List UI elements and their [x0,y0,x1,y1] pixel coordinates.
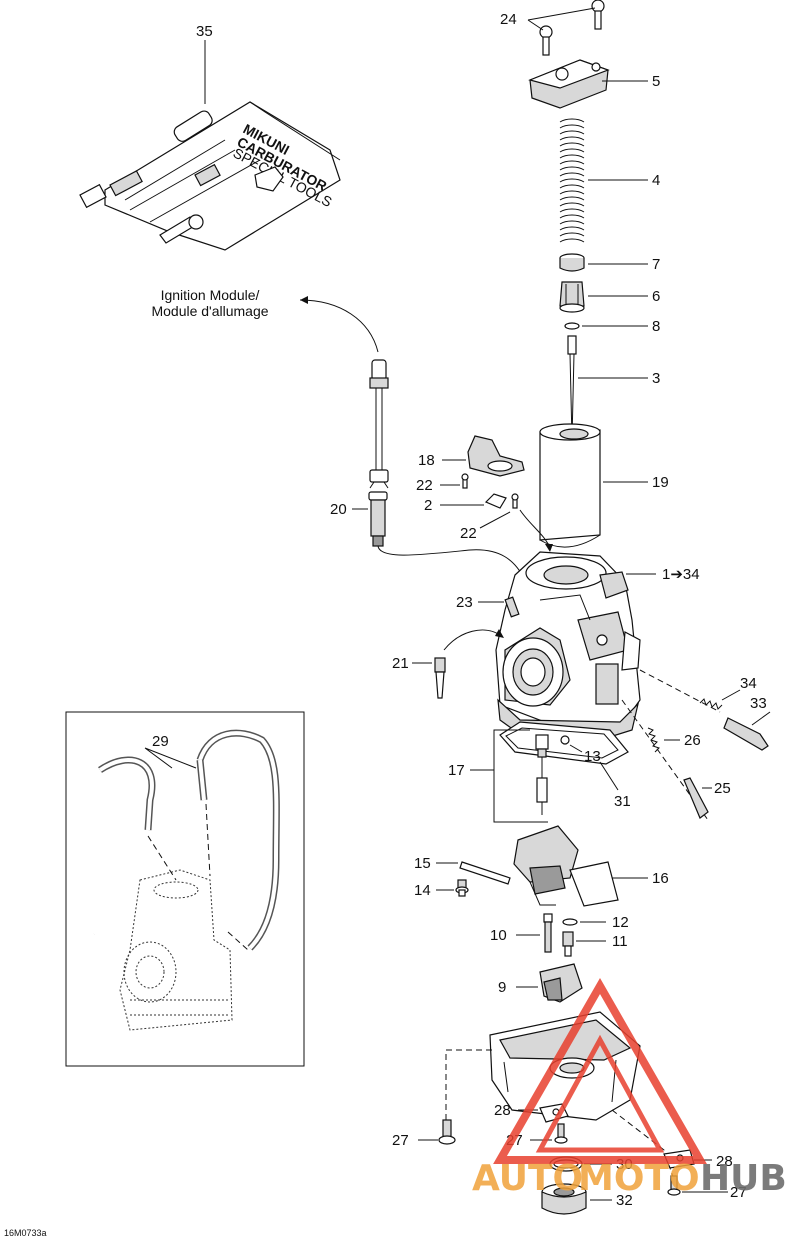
screws-24-drawing [539,0,605,56]
carburetor-body-drawing [495,551,641,741]
callout-1-34: 1➔34 [662,566,700,583]
screw-27-mid-drawing [554,1123,568,1144]
part-20-drawing [368,491,526,581]
spring-26-drawing [647,727,660,753]
callout-28-right: 28 [716,1153,733,1170]
callout-34: 34 [740,675,757,692]
callout-12: 12 [612,914,629,931]
part-13-drawing [560,735,570,745]
spring-4-drawing [559,118,585,243]
watermark-text: AUTO MOTO HUB [472,1158,787,1199]
callout-32: 32 [616,1192,633,1209]
callout-22-top: 22 [416,477,433,494]
callout-4: 4 [652,172,660,189]
callout-17: 17 [448,762,465,779]
callout-9: 9 [498,979,506,996]
screw-14-drawing [455,879,469,897]
screw-33-drawing [723,717,769,751]
spring-34-drawing [699,698,723,710]
callout-20: 20 [330,501,347,518]
callout-10: 10 [490,927,507,944]
callout-5: 5 [652,73,660,90]
slide-19-drawing [539,423,601,548]
diagram-code: 16M0733a [4,1228,47,1238]
watermark-hub: HUB [700,1158,787,1199]
ignition-module-label-fr: Module d'allumage [151,303,268,319]
watermark-auto: AUTO [472,1158,583,1199]
tool-kit-drawing: MIKUNI CARBURATOR SPECIAL TOOLS [79,101,341,251]
screw-27-left-drawing [438,1119,456,1145]
screw-27-right-drawing [667,1175,681,1196]
jet-10-drawing [543,913,553,953]
plug-32-drawing [541,1183,587,1215]
screw-21-drawing [434,657,446,699]
callout-8: 8 [652,318,660,335]
callout-21: 21 [392,655,409,672]
callout-27-right: 27 [730,1184,747,1201]
pin-15-drawing [459,861,511,885]
jet-23-drawing [504,596,520,618]
callout-26: 26 [684,732,701,749]
float-16-drawing [513,825,619,907]
callout-18: 18 [418,452,435,469]
callout-2: 2 [424,497,432,514]
callout-25: 25 [714,780,731,797]
baffle-9-drawing [539,963,583,1003]
washer-12-drawing [562,918,578,926]
callout-29: 29 [152,733,169,750]
callout-23: 23 [456,594,473,611]
callout-7: 7 [652,256,660,273]
clip-8-drawing [564,322,580,330]
callout-16: 16 [652,870,669,887]
callout-28-left: 28 [494,1102,511,1119]
cap-5-drawing [528,59,610,109]
watermark-triangle-icon [493,977,707,1164]
screw-25-drawing [683,777,709,819]
callout-27-left: 27 [392,1132,409,1149]
callout-35: 35 [196,23,213,40]
ignition-wire-arrow [299,299,379,353]
callout-13: 13 [584,748,601,765]
callout-33: 33 [750,695,767,712]
retainer-6-drawing [559,281,585,313]
watermark-logo [493,977,707,1164]
callout-14: 14 [414,882,431,899]
screws-22-drawing [461,473,519,509]
inset-vent-hoses [65,711,305,1067]
jet-group-17-drawing [535,734,549,815]
callout-3: 3 [652,370,660,387]
wire-harness-drawing [369,359,389,489]
plate-2-drawing [484,493,507,509]
callout-22-bottom: 22 [460,525,477,542]
callout-31: 31 [614,793,631,810]
plate-18-drawing [467,435,525,477]
jet-11-drawing [562,931,574,957]
ignition-module-label-en: Ignition Module/ [161,287,260,303]
watermark-moto: MOTO [578,1158,700,1199]
callout-15: 15 [414,855,431,872]
callout-24: 24 [500,11,517,28]
seat-7-drawing [559,253,585,272]
callout-19: 19 [652,474,669,491]
callout-6: 6 [652,288,660,305]
callout-11: 11 [612,933,628,950]
